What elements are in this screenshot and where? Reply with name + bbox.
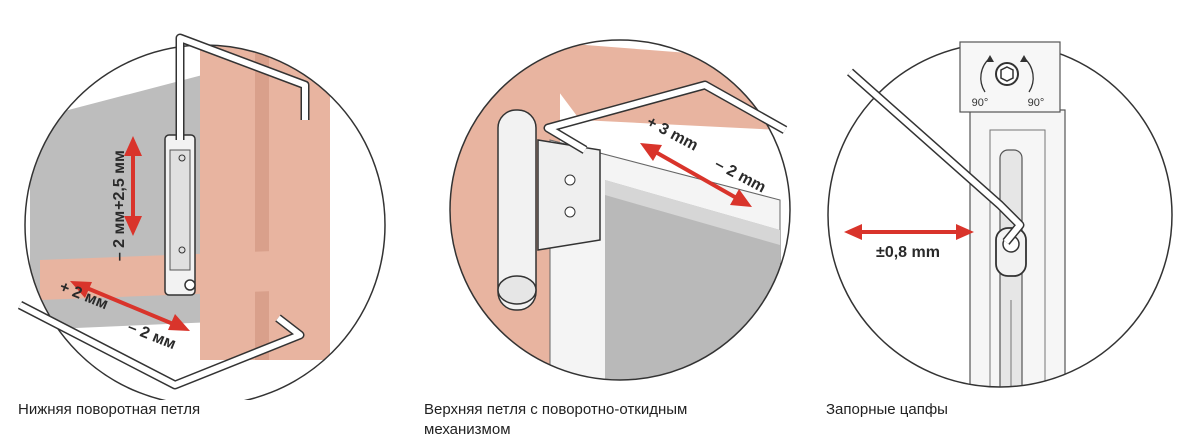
upper-hinge-caption-line1: Верхняя петля с поворотно-откидным [424, 401, 688, 418]
lateral-adjust-arrow [70, 281, 190, 331]
lower-hinge-panel: +2,5 мм – 2 мм + 2 мм – 2 мм [0, 0, 400, 400]
label-adjust: ±0,8 mm [876, 244, 940, 261]
locking-pin-caption: Запорные цапфы [826, 401, 948, 418]
upper-hinge-caption-line2: механизмом [424, 421, 511, 438]
lower-hinge-illustration: +2,5 мм – 2 мм + 2 мм – 2 мм [17, 33, 386, 400]
hinge-cylinder [497, 109, 537, 311]
upper-hinge-caption: Верхняя петля с поворотно-откидным механ… [424, 400, 687, 440]
label-angle-right: 90° [1028, 97, 1045, 109]
upper-hinge-panel: + 3 mm – 2 mm [420, 0, 820, 400]
locking-pin-panel: 90° 90° ±0,8 mm [810, 0, 1200, 400]
pin-adjust-arrow [844, 224, 974, 240]
upper-hinge-illustration: + 3 mm – 2 mm [449, 39, 791, 381]
label-up: +2,5 мм [111, 150, 128, 210]
locking-pin-illustration: 90° 90° ±0,8 mm [827, 41, 1173, 388]
lower-hinge-caption: Нижняя поворотная петля [18, 401, 201, 418]
hinge-plate [537, 139, 601, 251]
vertical-adjust-arrow [124, 136, 142, 236]
detail-circle [449, 39, 791, 381]
label-angle-left: 90° [972, 97, 989, 109]
label-down: – 2 мм [111, 211, 128, 261]
lateral-adjust-arrow [640, 143, 752, 207]
eccentric-pin-icon [995, 62, 1019, 86]
